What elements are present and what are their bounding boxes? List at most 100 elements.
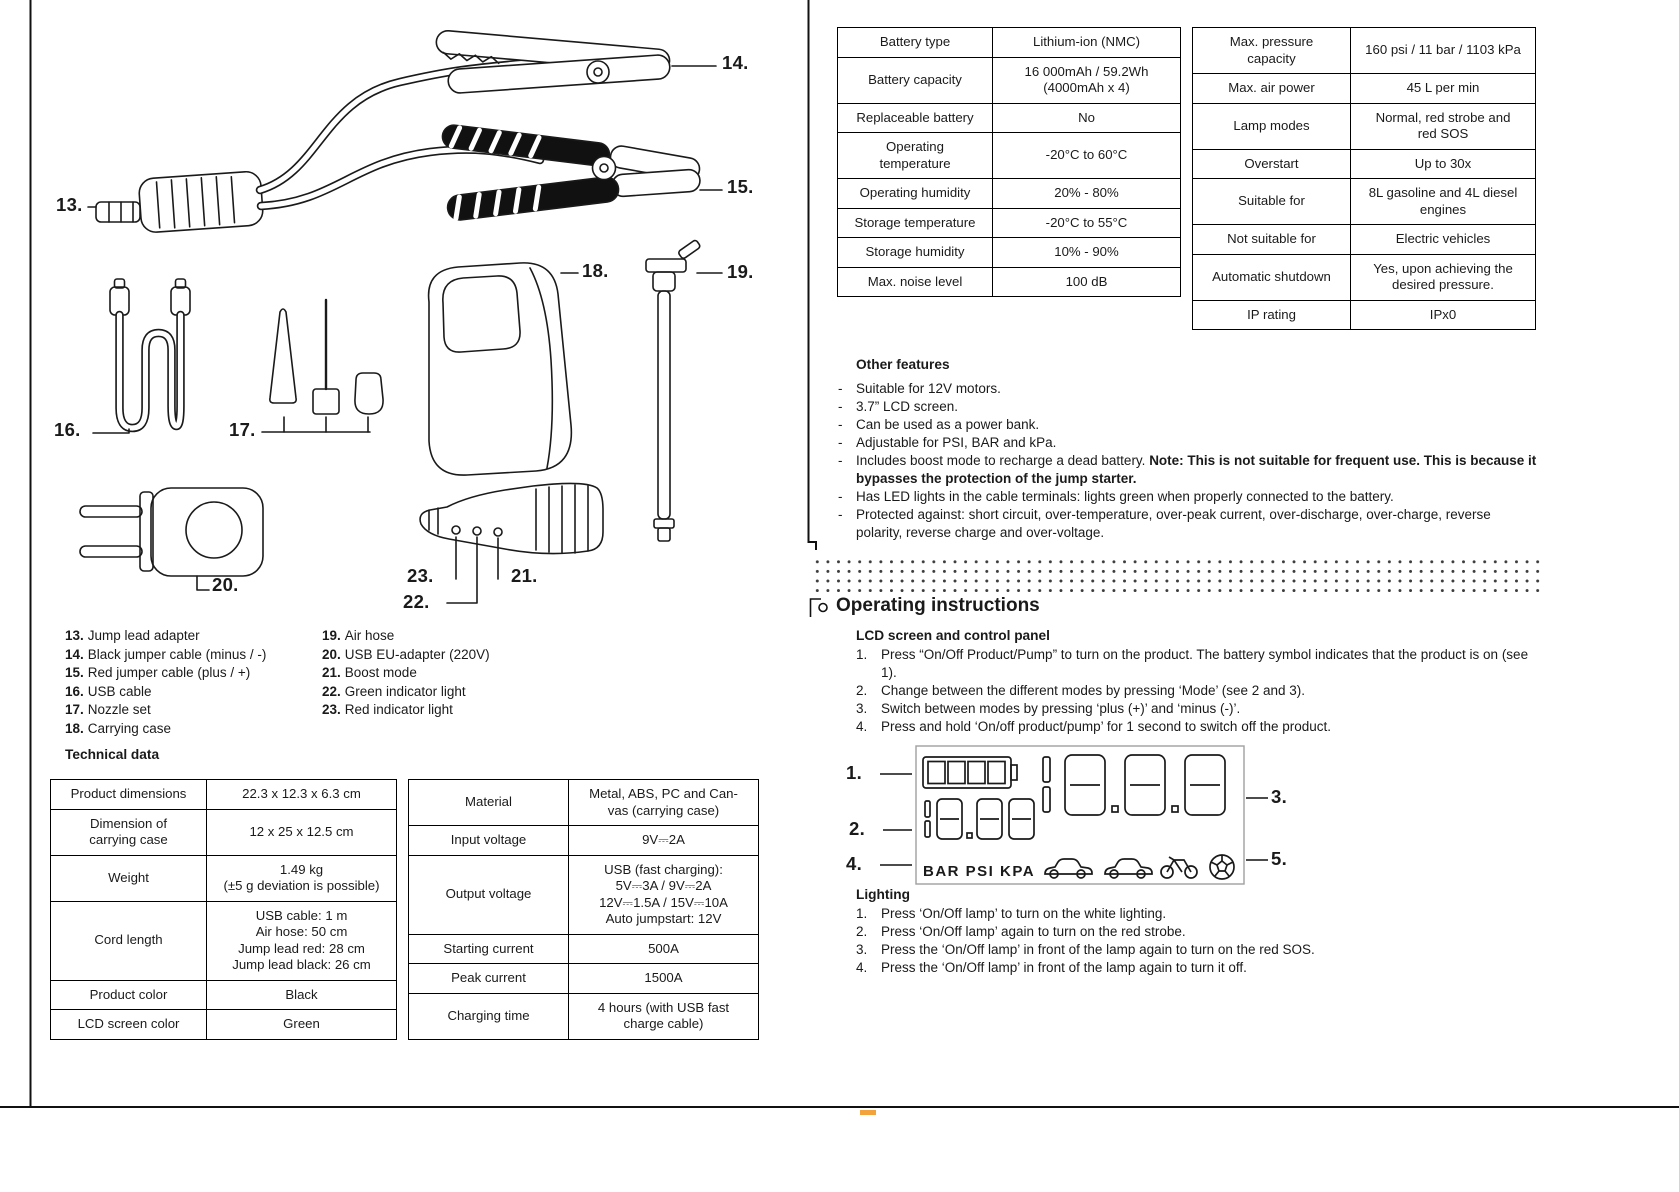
callout-18: 18. — [582, 260, 609, 281]
spec-value: 100 dB — [992, 266, 1181, 297]
parts-list-item: 18.Carrying case — [65, 720, 172, 736]
spec-value: Up to 30x — [1350, 148, 1536, 179]
spec-label: Suitable for — [1192, 178, 1351, 225]
parts-list-item: 14.Black jumper cable (minus / -) — [65, 646, 267, 662]
spec-value: 1.49 kg (±5 g deviation is possible) — [206, 854, 397, 902]
spec-label: Max. noise level — [837, 266, 993, 297]
spec-value: Electric vehicles — [1350, 224, 1536, 255]
parts-list-column-2: 19.Air hose 20.USB EU-adapter (220V) 21.… — [322, 627, 490, 720]
spec-value: -20°C to 55°C — [992, 207, 1181, 238]
red-indicator-light-icon — [451, 525, 461, 535]
spec-label: Storage temperature — [837, 207, 993, 238]
spec-label: Battery type — [837, 27, 993, 58]
callout-17: 17. — [229, 419, 256, 440]
spec-value: 9V⎓2A — [568, 825, 759, 856]
callout-19: 19. — [727, 261, 754, 282]
print-registration-mark — [860, 1110, 876, 1115]
spec-label: Cord length — [50, 900, 207, 981]
table-row: Storage temperature-20°C to 55°C — [837, 207, 1181, 238]
instruction-step: 3.Switch between modes by pressing ‘plus… — [856, 701, 1241, 716]
instruction-step: 2.Change between the different modes by … — [856, 683, 1306, 698]
spec-label: Input voltage — [408, 825, 569, 856]
lcd-steps-list: 1.Press “On/Off Product/Pump” to turn on… — [856, 646, 1546, 736]
other-features-section: Other features -Suitable for 12V motors.… — [838, 356, 1540, 542]
spec-value: 10% - 90% — [992, 237, 1181, 268]
spec-label: Max. air power — [1192, 73, 1351, 104]
eu-adapter-drawing — [79, 487, 264, 591]
spec-value: 22.3 x 12.3 x 6.3 cm — [206, 779, 397, 810]
spec-label: Storage humidity — [837, 237, 993, 268]
spec-label: Replaceable battery — [837, 102, 993, 133]
instruction-step: 1.Press “On/Off Product/Pump” to turn on… — [856, 647, 1529, 680]
callout-22: 22. — [403, 591, 430, 612]
spec-label: Product dimensions — [50, 779, 207, 810]
car-icon — [1044, 858, 1093, 879]
spec-label: Output voltage — [408, 854, 569, 935]
operating-instructions-title: Operating instructions — [836, 595, 1040, 616]
spec-label: Charging time — [408, 992, 569, 1040]
lcd-callout-2: 2. — [849, 818, 866, 839]
jumper-clamp-bottom-drawing — [441, 124, 723, 222]
spec-value: Yes, upon achieving the desired pressure… — [1350, 253, 1536, 301]
spec-value: Black — [206, 979, 397, 1010]
spec-value: 4 hours (with USB fast charge cable) — [568, 992, 759, 1040]
spec-label: Peak current — [408, 963, 569, 994]
spec-label: Product color — [50, 979, 207, 1010]
callout-13: 13. — [56, 194, 83, 215]
boost-mode-light-icon — [493, 527, 503, 537]
spec-value: -20°C to 60°C — [992, 132, 1181, 179]
parts-list-item: 19.Air hose — [322, 628, 395, 643]
lcd-units-label: BAR PSI KPA — [923, 863, 1035, 880]
battery-icon — [922, 756, 1018, 789]
feature-item: -3.7” LCD screen. — [838, 399, 959, 414]
green-indicator-light-icon — [472, 526, 482, 536]
spec-value: 20% - 80% — [992, 178, 1181, 209]
spec-value: 45 L per min — [1350, 73, 1536, 104]
spec-label: Operating temperature — [837, 132, 993, 179]
feature-item: -Suitable for 12V motors. — [838, 381, 1001, 396]
nozzle-set-drawing — [261, 298, 384, 433]
spec-value: USB (fast charging): 5V⎓3A / 9V⎓2A 12V⎓1… — [568, 854, 759, 935]
callout-21: 21. — [511, 565, 538, 586]
usb-cable-drawing — [92, 278, 191, 434]
feature-item: -Can be used as a power bank. — [838, 417, 1040, 432]
jumper-clamp-top-drawing — [435, 30, 717, 94]
parts-list-item: 16.USB cable — [65, 683, 152, 699]
lighting-heading: Lighting — [856, 887, 910, 902]
spec-label: Starting current — [408, 933, 569, 964]
instruction-step: 4.Press the ‘On/Off lamp’ in front of th… — [856, 960, 1247, 975]
spec-value: Green — [206, 1009, 397, 1040]
ball-icon — [1209, 854, 1235, 880]
spec-label: Weight — [50, 854, 207, 902]
lcd-section-heading: LCD screen and control panel — [856, 628, 1050, 643]
feature-item: -Has LED lights in the cable terminals: … — [838, 489, 1394, 504]
spec-label: Overstart — [1192, 148, 1351, 179]
spec-label: Operating humidity — [837, 178, 993, 209]
lcd-callout-1: 1. — [846, 762, 863, 783]
spec-value: IPx0 — [1350, 299, 1536, 330]
dotted-divider — [812, 557, 1545, 597]
spec-value: 500A — [568, 933, 759, 964]
